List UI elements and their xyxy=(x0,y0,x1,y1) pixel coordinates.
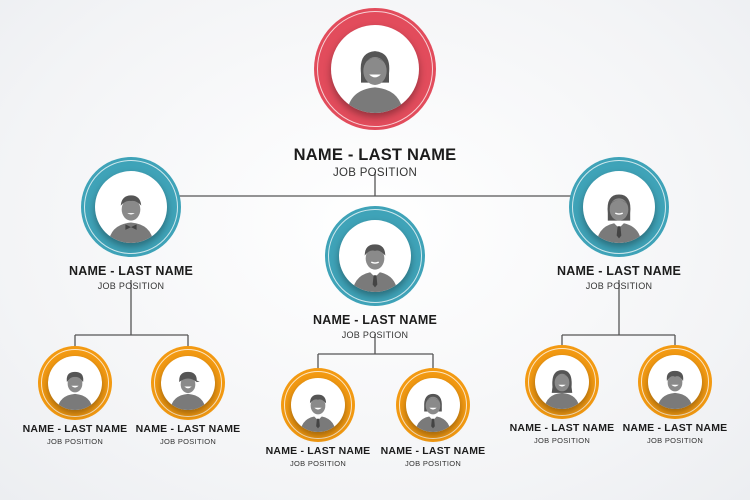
job-position: JOB POSITION xyxy=(341,330,409,340)
avatar-ring xyxy=(396,368,470,442)
avatar xyxy=(48,356,102,410)
employee-name: NAME - LAST NAME xyxy=(380,445,486,457)
avatar xyxy=(339,220,411,292)
employee-name: NAME - LAST NAME xyxy=(68,264,194,278)
avatar xyxy=(161,356,215,410)
avatar xyxy=(406,378,460,432)
woman-avatar-icon xyxy=(544,370,580,409)
job-position: JOB POSITION xyxy=(46,437,104,446)
employee-name: NAME - LAST NAME xyxy=(265,445,371,457)
avatar-ring xyxy=(325,206,425,306)
avatar-ring xyxy=(569,157,669,257)
avatar xyxy=(291,378,345,432)
woman-avatar-icon xyxy=(347,51,403,113)
man-bowtie-avatar-icon xyxy=(108,195,154,243)
job-position: JOB POSITION xyxy=(585,281,653,291)
avatar xyxy=(535,355,589,409)
avatar-ring xyxy=(638,345,712,419)
avatar xyxy=(583,171,655,243)
man-avatar-icon xyxy=(657,370,693,409)
avatar xyxy=(648,355,702,409)
avatar-ring xyxy=(81,157,181,257)
woman-tie-avatar-icon xyxy=(596,194,642,243)
avatar-ring xyxy=(151,346,225,420)
avatar-ring xyxy=(525,345,599,419)
employee-name: NAME - LAST NAME xyxy=(293,146,457,164)
man-cap-avatar-icon xyxy=(170,371,206,410)
avatar xyxy=(95,171,167,243)
employee-name: NAME - LAST NAME xyxy=(622,422,728,434)
man-tie-avatar-icon xyxy=(300,394,336,432)
man-tie-avatar-icon xyxy=(352,244,398,292)
job-position: JOB POSITION xyxy=(533,436,591,445)
avatar xyxy=(331,25,419,113)
woman-tie-avatar-icon xyxy=(415,393,451,432)
avatar-ring xyxy=(281,368,355,442)
man-avatar-icon xyxy=(57,371,93,410)
employee-name: NAME - LAST NAME xyxy=(22,423,128,435)
job-position: JOB POSITION xyxy=(646,436,704,445)
job-position: JOB POSITION xyxy=(159,437,217,446)
avatar-ring xyxy=(314,8,436,130)
employee-name: NAME - LAST NAME xyxy=(556,264,682,278)
job-position: JOB POSITION xyxy=(97,281,165,291)
employee-name: NAME - LAST NAME xyxy=(312,313,438,327)
job-position: JOB POSITION xyxy=(332,167,418,179)
employee-name: NAME - LAST NAME xyxy=(135,423,241,435)
avatar-ring xyxy=(38,346,112,420)
job-position: JOB POSITION xyxy=(289,459,347,468)
employee-name: NAME - LAST NAME xyxy=(509,422,615,434)
job-position: JOB POSITION xyxy=(404,459,462,468)
